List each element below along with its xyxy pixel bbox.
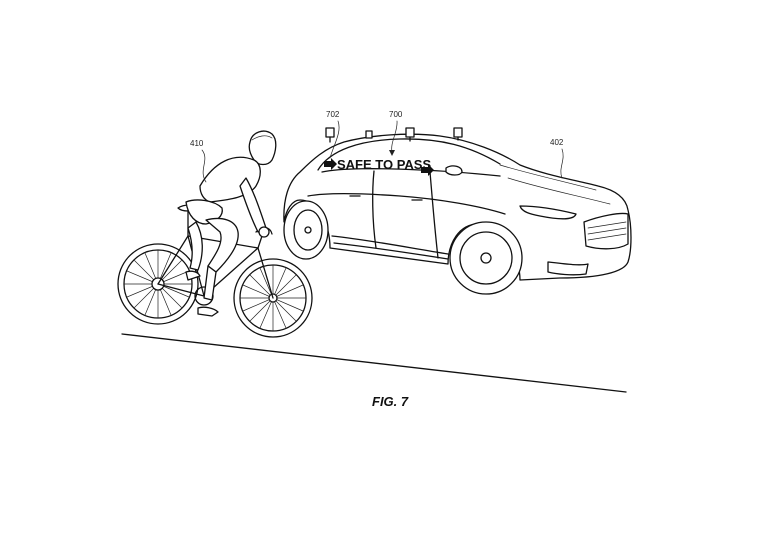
ref-numeral-402: 402	[550, 138, 564, 147]
reference-410: 410	[190, 139, 207, 183]
arrow-right-icon	[421, 164, 434, 176]
reference-402: 402	[550, 138, 564, 179]
ref-numeral-702: 702	[326, 110, 340, 119]
sign-message: SAFE TO PASS	[337, 157, 431, 172]
bicycle	[117, 204, 313, 338]
reference-700: 700	[389, 110, 403, 156]
cyclist	[185, 130, 277, 317]
road-line	[121, 333, 627, 393]
autonomous-vehicle	[283, 127, 632, 295]
ref-numeral-700: 700	[389, 110, 403, 119]
window-sign: SAFE TO PASS	[324, 157, 434, 176]
arrow-right-icon	[324, 158, 337, 170]
reference-702: 702	[326, 110, 340, 159]
ref-numeral-410: 410	[190, 139, 204, 148]
figure-caption: FIG. 7	[372, 394, 409, 409]
